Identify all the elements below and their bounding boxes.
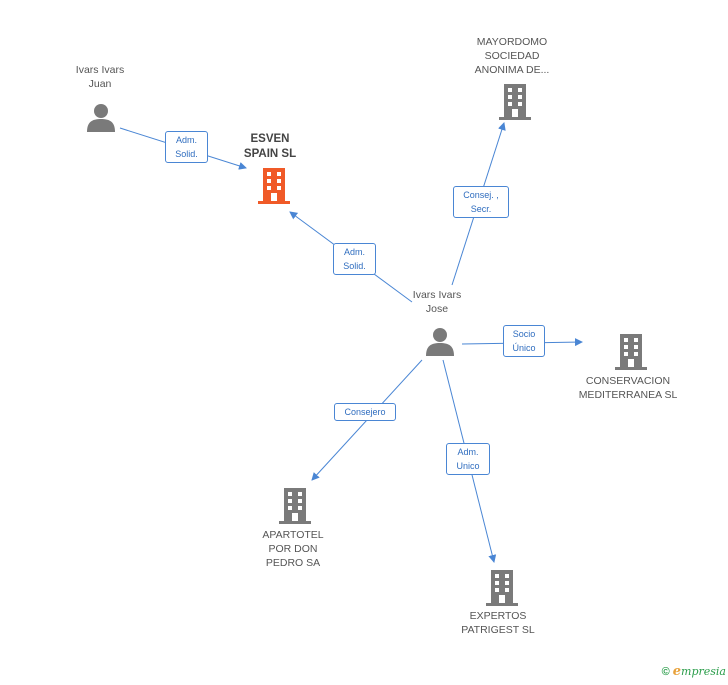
node-label-ivars-jose[interactable]: Ivars Ivars Jose (412, 289, 462, 315)
node-label-mayordomo[interactable]: MAYORDOMO SOCIEDAD ANONIMA DE... (474, 36, 550, 76)
empresia-brand[interactable]: ©empresia (662, 664, 726, 679)
building-icon[interactable] (486, 570, 518, 606)
copyright-icon: © (661, 666, 670, 678)
node-label-ivars-juan[interactable]: Ivars Ivars Juan (75, 64, 125, 90)
building-icon[interactable] (615, 334, 647, 370)
edge-label-juan-esven[interactable]: Adm. Solid. (165, 131, 208, 163)
brand-name: mpresia (681, 665, 726, 678)
node-label-conservacion[interactable]: CONSERVACION MEDITERRANEA SL (578, 375, 678, 401)
edge-label-jose-apartotel[interactable]: Consejero (334, 403, 396, 421)
person-icon[interactable] (425, 326, 455, 356)
edge-label-jose-esven[interactable]: Adm. Solid. (333, 243, 376, 275)
building-icon[interactable] (258, 168, 290, 204)
node-label-esven[interactable]: ESVEN SPAIN SL (243, 133, 297, 160)
node-label-expertos[interactable]: EXPERTOS PATRIGEST SL (461, 610, 535, 636)
edge-label-jose-mayordomo[interactable]: Consej. , Secr. (453, 186, 509, 218)
building-icon[interactable] (279, 488, 311, 524)
building-icon[interactable] (499, 84, 531, 120)
edge-label-jose-expertos[interactable]: Adm. Unico (446, 443, 490, 475)
brand-initial: e (672, 664, 682, 679)
edge-label-jose-conservacion[interactable]: Socio Único (503, 325, 545, 357)
node-label-apartotel[interactable]: APARTOTEL POR DON PEDRO SA (262, 529, 324, 569)
person-icon[interactable] (86, 102, 116, 132)
